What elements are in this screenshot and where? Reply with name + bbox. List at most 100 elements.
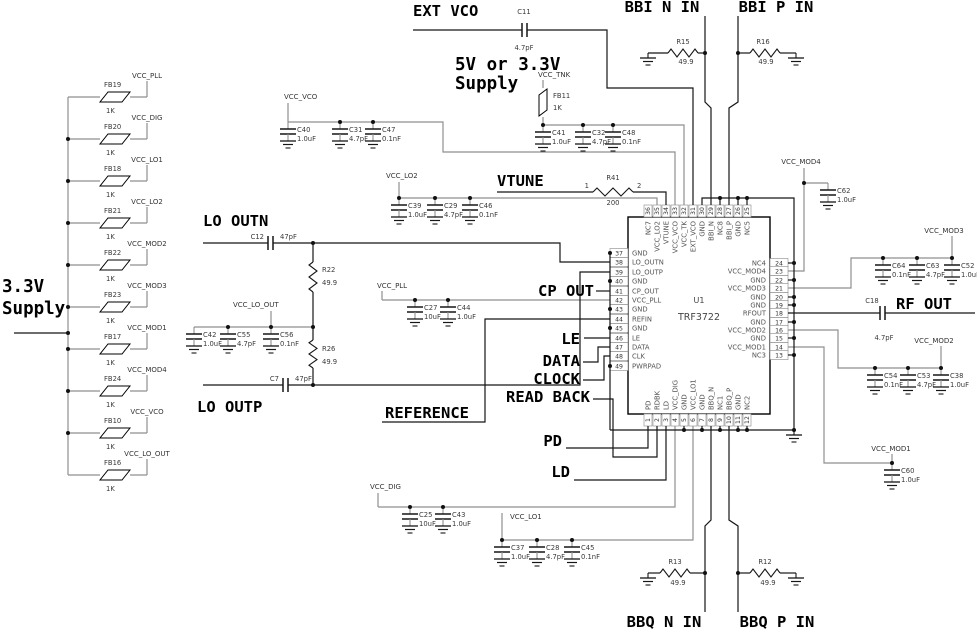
port-label-clock: CLOCK xyxy=(533,370,580,388)
bead-symbol xyxy=(98,259,132,271)
port-label-pd: PD xyxy=(543,432,562,450)
cap-value: 4.7pF xyxy=(874,334,893,342)
ic-part-label: TRF3722 xyxy=(677,312,720,323)
ic-pin-number: 29 xyxy=(708,207,715,215)
ic-pin-number: 39 xyxy=(615,269,623,276)
ground-symbol xyxy=(391,216,407,225)
capacitor-C18: C18 4.7pF xyxy=(865,297,893,342)
ic-pin-number: 20 xyxy=(775,294,783,301)
cap-value: 1.0uF xyxy=(837,196,856,204)
cap-ref: C60 xyxy=(901,467,914,475)
ic-pin-name: VCC_LO2 xyxy=(653,221,661,252)
wire-signal xyxy=(728,426,739,612)
wire-power xyxy=(788,257,952,289)
bead-value: 1K xyxy=(106,443,115,451)
junction-dot xyxy=(608,251,612,255)
junction-dot xyxy=(608,364,612,368)
cap-value: 1.0uF xyxy=(552,138,571,146)
cap-ref: C18 xyxy=(865,297,878,305)
junction-dot xyxy=(413,298,417,302)
port-label-lo-outn: LO OUTN xyxy=(203,212,268,230)
bead-symbol xyxy=(98,469,132,481)
bead-ref: FB24 xyxy=(104,375,121,383)
ic-pin-number: 9 xyxy=(717,418,724,422)
bead-symbol xyxy=(98,175,132,187)
junction-dot xyxy=(66,137,70,141)
junction-dot xyxy=(311,383,315,387)
bead-value: 1K xyxy=(106,359,115,367)
junction-dot xyxy=(66,263,70,267)
resistor-value: 49.9 xyxy=(670,579,685,587)
ic-pin-name: VCC_MOD1 xyxy=(728,343,766,351)
net-label-VCC_MOD4: VCC_MOD4 xyxy=(127,366,167,374)
junction-dot xyxy=(792,336,796,340)
cap-ref: C45 xyxy=(581,544,594,552)
cap-value: 4.7pF xyxy=(514,44,533,52)
cap-ref: C62 xyxy=(837,187,850,195)
junction-dot xyxy=(311,325,315,329)
junction-dot xyxy=(703,51,707,55)
junction-dot xyxy=(608,279,612,283)
ic-pin-name: VCC_DIG xyxy=(671,380,679,410)
ic-pin-name: VCC_PLL xyxy=(632,296,661,304)
resistor-ref: R12 xyxy=(758,558,771,566)
resistor-symbol xyxy=(749,48,781,58)
junction-dot xyxy=(408,505,412,509)
cap-value: 0.1nF xyxy=(479,211,498,219)
cap-ref: C53 xyxy=(917,372,930,380)
ic-pin-number: 15 xyxy=(775,335,783,342)
junction-dot xyxy=(718,196,722,200)
ic-pin-name: PD xyxy=(644,401,652,410)
ground-symbol xyxy=(220,345,236,354)
wire-signal xyxy=(273,242,610,263)
resistor-ref: R41 xyxy=(606,174,619,182)
resistor-ref: R16 xyxy=(756,38,769,46)
junction-dot xyxy=(570,538,574,542)
net-label-VCC_LO2: VCC_LO2 xyxy=(386,172,418,180)
cap-ref: C32 xyxy=(592,129,605,137)
ground-symbol xyxy=(900,386,916,395)
port-label-bbi-p-in: BBI P IN xyxy=(739,0,814,16)
ic-pin-number: 45 xyxy=(615,325,623,332)
wire-signal xyxy=(728,16,739,205)
resistor-ref: R26 xyxy=(322,345,335,353)
wire-power xyxy=(788,346,892,464)
ic-pin-name: GND xyxy=(698,221,706,237)
net-label-VCC_MOD1: VCC_MOD1 xyxy=(871,445,910,453)
cap-value: 1.0uF xyxy=(457,313,476,321)
ic-pin-number: 25 xyxy=(744,207,751,215)
supply-label-supply-3v3: 3.3V xyxy=(2,277,45,297)
cap-value: 4.7pF xyxy=(546,553,565,561)
cap-ref: C46 xyxy=(479,202,492,210)
ic-pin-number: 28 xyxy=(717,207,724,215)
cap-value: 4.7pF xyxy=(592,138,611,146)
junction-dot xyxy=(608,326,612,330)
net-label-VCC_DIG: VCC_DIG xyxy=(370,483,401,491)
ic-pin-number: 35 xyxy=(654,207,661,215)
ic-pin-number: 23 xyxy=(775,268,783,275)
junction-dot xyxy=(446,298,450,302)
ic-pin-number: 1 xyxy=(645,418,652,422)
ground-symbol xyxy=(640,573,656,586)
port-label-reference: REFERENCE xyxy=(385,404,469,422)
net-label-VCC_MOD3: VCC_MOD3 xyxy=(924,227,963,235)
junction-dot xyxy=(608,307,612,311)
ic-pin-name: LD xyxy=(662,401,670,410)
resistor-value: 49.9 xyxy=(760,579,775,587)
cap-ref: C31 xyxy=(349,126,362,134)
bead-value: 1K xyxy=(106,485,115,493)
bead-ref: FB18 xyxy=(104,165,121,173)
cap-value: 1.0uF xyxy=(203,340,222,348)
ic-pin-number: 36 xyxy=(645,207,652,215)
ic-pin-number: 33 xyxy=(672,207,679,215)
